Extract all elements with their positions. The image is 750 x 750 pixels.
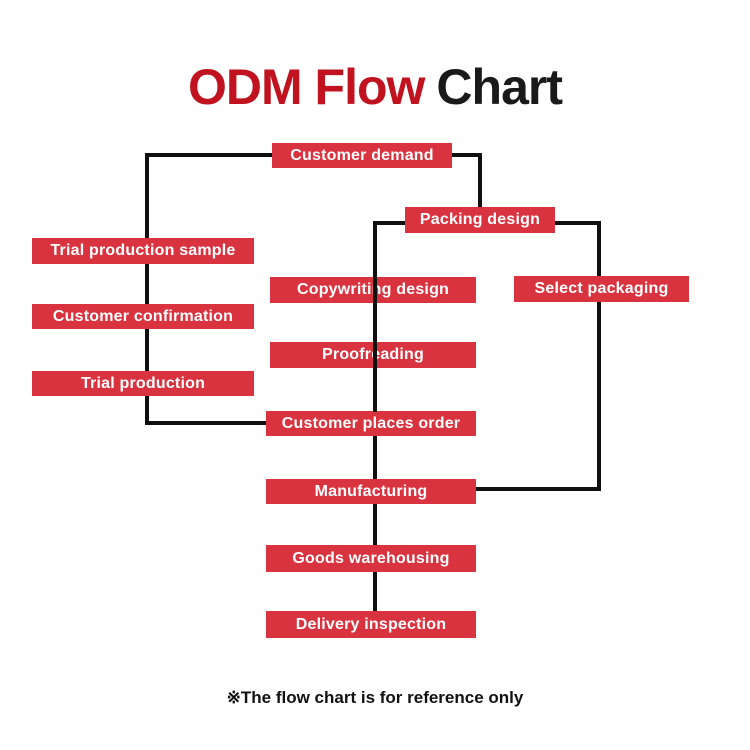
node-trial-production: Trial production — [32, 371, 254, 396]
connector-middle-vertical-overlay — [373, 221, 377, 412]
node-goods-warehousing: Goods warehousing — [266, 545, 476, 572]
connector-customerdemand-leftbranch — [145, 153, 276, 157]
connector-rightbranch-to-manufacturing — [475, 487, 601, 491]
connector-packing-left — [373, 221, 407, 225]
node-select-packaging: Select packaging — [514, 276, 689, 302]
connector-packing-right — [553, 221, 601, 225]
page-title-highlight: ODM Flow — [188, 59, 425, 115]
node-packing-design: Packing design — [405, 207, 555, 233]
node-manufacturing: Manufacturing — [266, 479, 476, 504]
node-customer-demand: Customer demand — [272, 143, 452, 168]
node-customer-places-order: Customer places order — [266, 411, 476, 436]
page-title-rest: Chart — [436, 59, 563, 115]
reference-note: ※The flow chart is for reference only — [226, 688, 524, 707]
connector-leftbranch-vertical — [145, 153, 149, 425]
node-trial-production-sample: Trial production sample — [32, 238, 254, 264]
connector-customerdemand-to-packing — [478, 153, 482, 209]
connector-rightbranch-vertical — [597, 221, 601, 491]
node-customer-confirmation: Customer confirmation — [32, 304, 254, 329]
node-delivery-inspection: Delivery inspection — [266, 611, 476, 638]
connector-leftbranch-to-placesorder — [145, 421, 270, 425]
connector-customerdemand-right — [452, 153, 482, 157]
